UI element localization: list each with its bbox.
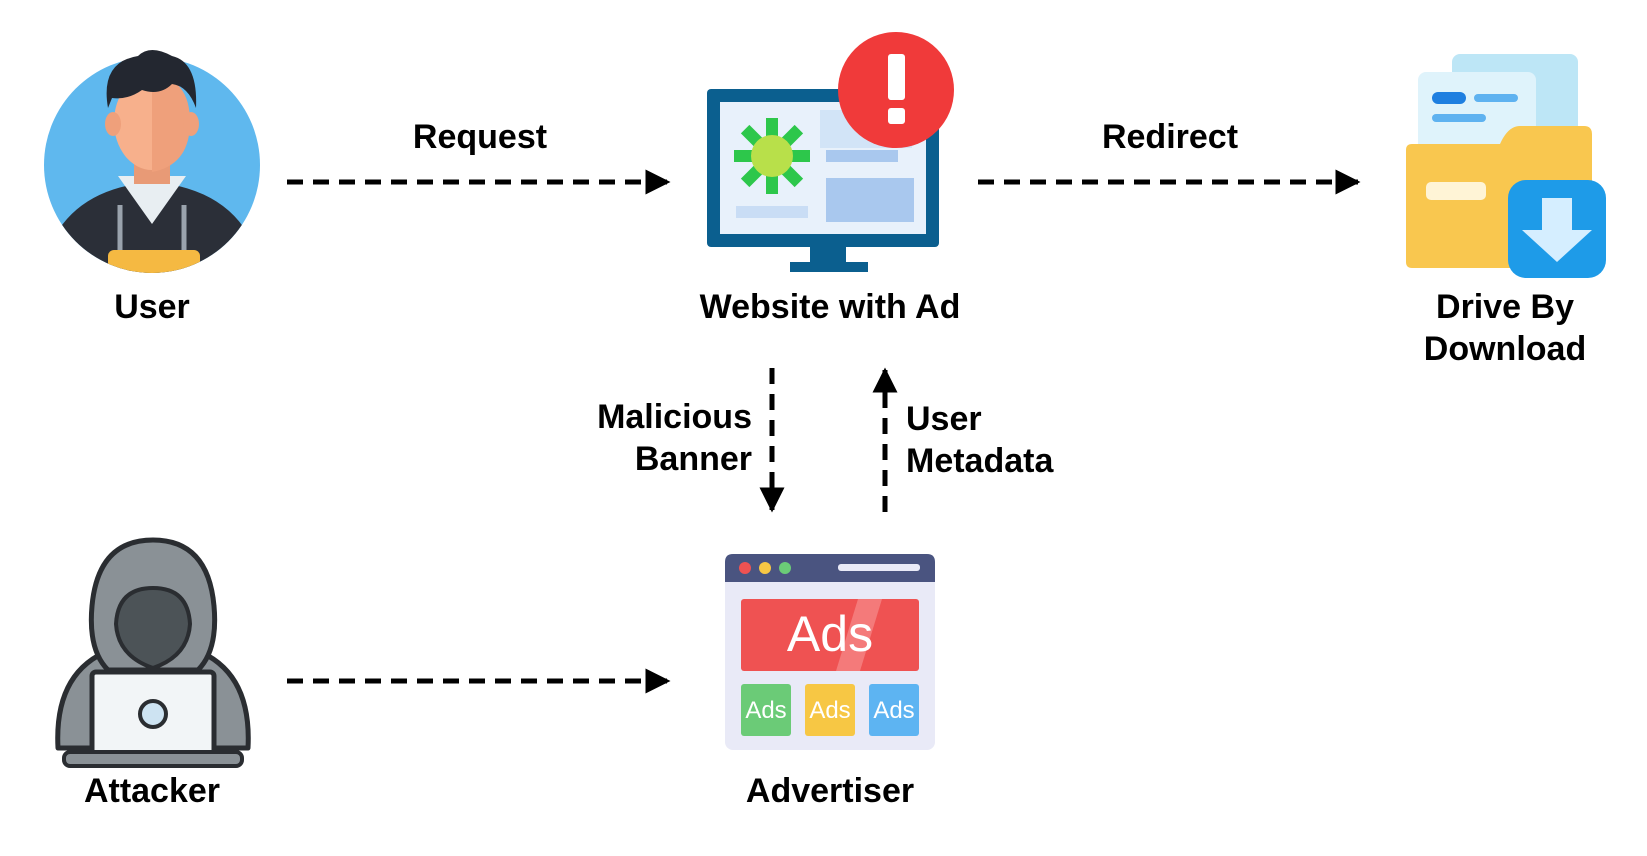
request-label: Request	[412, 118, 548, 156]
ads-tile-text: Ads	[745, 697, 786, 724]
attacker-label: Attacker	[83, 772, 221, 810]
malicious-banner-label: Malicious Banner	[540, 396, 752, 480]
user-label: User	[114, 288, 190, 326]
user-avatar-icon	[44, 50, 260, 273]
download-folder-icon	[1406, 54, 1606, 278]
user-metadata-line1: User	[906, 400, 982, 438]
ads-browser-icon: Ads Ads Ads Ads	[725, 554, 935, 750]
ads-tile-text: Ads	[809, 697, 850, 724]
download-label-line2: Download	[1423, 330, 1587, 368]
ads-banner-text: Ads	[787, 606, 873, 662]
user-metadata-label: User Metadata	[906, 398, 1126, 482]
ads-tile-text: Ads	[873, 697, 914, 724]
malicious-banner-line2: Banner	[634, 440, 752, 478]
monitor-alert-icon	[707, 32, 954, 272]
hooded-hacker-icon	[55, 537, 251, 768]
website-label: Website with Ad	[699, 288, 961, 326]
download-label-line1: Drive By	[1436, 288, 1574, 326]
download-label: Drive By Download	[1360, 286, 1647, 370]
advertiser-label: Advertiser	[745, 772, 915, 810]
redirect-label: Redirect	[1101, 118, 1239, 156]
malicious-banner-line1: Malicious	[597, 398, 752, 436]
user-metadata-line2: Metadata	[906, 442, 1054, 480]
